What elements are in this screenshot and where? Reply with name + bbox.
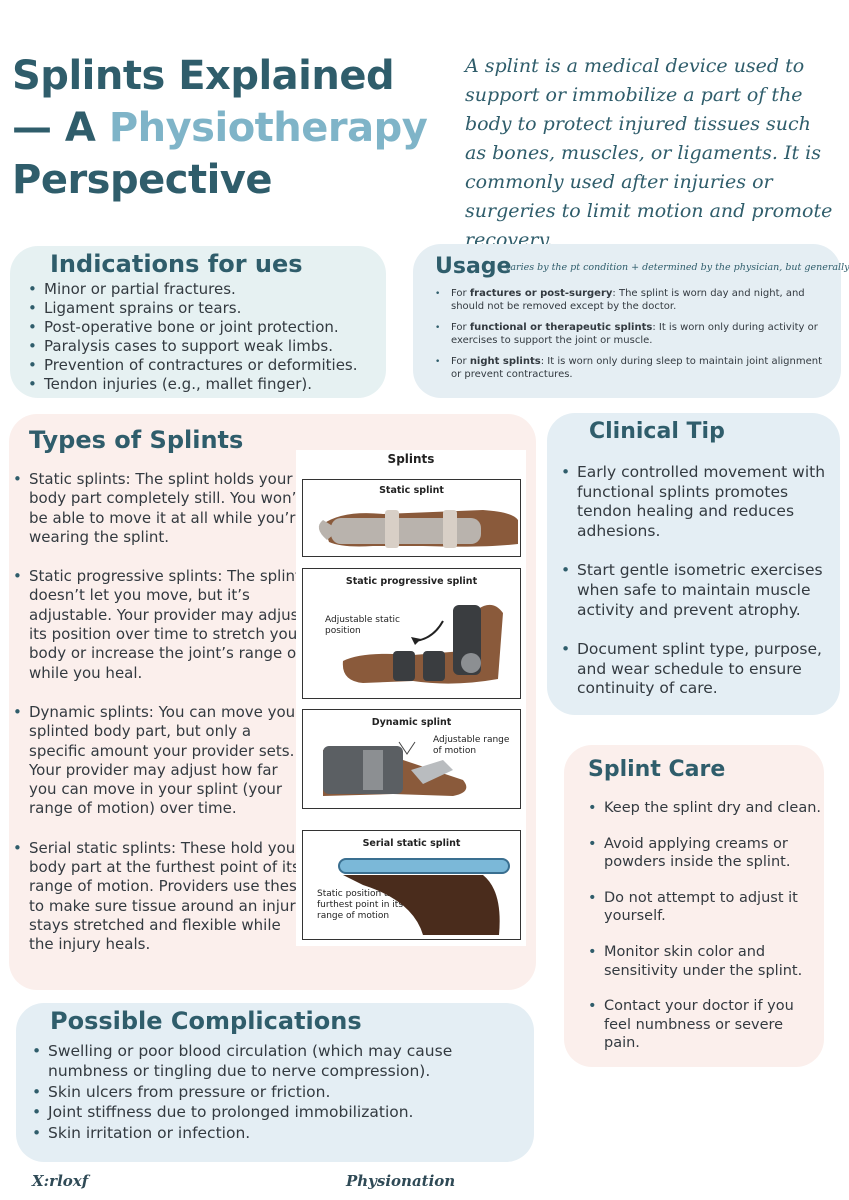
list-item: Static progressive splints: The splint d… [11,567,309,683]
usage-item-text: : The splint is worn day and night, and … [451,288,805,312]
list-item: Static splints: The splint holds your bo… [11,470,309,547]
list-item: Monitor skin color and sensitivity under… [586,943,822,980]
title-line-1: Splints Explained [12,53,395,99]
types-list: Static splints: The splint holds your bo… [11,470,309,975]
indications-card: Indications for ues Minor or partial fra… [10,246,386,398]
usage-item-term: fractures or post-surgery [469,288,613,299]
list-item: Swelling or poor blood circulation (whic… [30,1041,520,1082]
panel-note: Adjustable range of motion [433,735,510,756]
static-splint-drawing [318,510,518,548]
dynamic-splint-drawing [323,741,467,796]
title-line-2: — A Physiotherapy [12,102,432,154]
panel-label: Static progressive splint [345,576,478,587]
panel-note: Static position at furthest point in its… [317,889,404,921]
list-item: Keep the splint dry and clean. [586,799,822,818]
panel-label: Serial static splint [362,838,461,849]
usage-item-prefix: For [451,288,470,299]
list-item: Post-operative bone or joint protection. [26,318,386,337]
title-accent-word: Physiotherapy [108,105,428,151]
usage-list: For fractures or post-surgery: The splin… [433,288,825,390]
footer-handle: X:rloxf [32,1172,89,1190]
static-progressive-splint-drawing [342,604,503,684]
list-item: Tendon injuries (e.g., mallet finger). [26,375,386,394]
list-item: Skin irritation or infection. [30,1123,520,1144]
list-item: Prevention of contractures or deformitie… [26,356,386,375]
panel-label: Static splint [379,485,444,496]
clinical-tip-list: Early controlled movement with functiona… [559,463,835,719]
usage-item-text: : It is worn only during sleep to mainta… [451,356,823,380]
clinical-tip-heading: Clinical Tip [589,419,725,444]
splints-illustration: Splints Static splint Static progressive… [296,450,526,946]
splint-care-card: Splint Care Keep the splint dry and clea… [564,745,824,1067]
complications-heading: Possible Complications [50,1007,362,1035]
panel-label: Dynamic splint [371,717,452,728]
panel-static-splint: Static splint [302,479,521,557]
list-item: Paralysis cases to support weak limbs. [26,337,386,356]
usage-item-term: night splints [469,356,541,367]
usage-card: Usage varies by the pt condition + deter… [413,244,849,398]
list-item: Minor or partial fractures. [26,280,386,299]
splint-care-heading: Splint Care [588,757,726,782]
panel-static-progressive-splint: Static progressive splint Adjustable sta… [302,568,521,699]
list-item: Joint stiffness due to prolonged immobil… [30,1102,520,1123]
usage-item-term: functional or therapeutic splints [469,322,653,333]
usage-heading: Usage [435,254,512,279]
list-item: Serial static splints: These hold your b… [11,839,309,955]
illustration-title: Splints [387,452,435,466]
panel-dynamic-splint: Dynamic splint Adjustable range of motio… [302,709,521,809]
types-heading: Types of Splints [29,426,244,454]
list-item: Document splint type, purpose, and wear … [559,640,835,699]
clinical-tip-card: Clinical Tip Early controlled movement w… [547,413,840,715]
panel-serial-static-splint: Serial static splint Static position at … [302,830,521,940]
title-line-2-prefix: — A [12,105,109,151]
usage-item-functional: For functional or therapeutic splints: I… [433,322,825,347]
usage-item-text: : It is worn only during activity or exe… [451,322,818,346]
list-item: Skin ulcers from pressure or friction. [30,1082,520,1103]
usage-item-prefix: For [451,356,470,367]
list-item: Ligament sprains or tears. [26,299,386,318]
usage-subtitle: varies by the pt condition + determined … [505,262,849,273]
indications-list: Minor or partial fractures.Ligament spra… [26,280,386,394]
complications-card: Possible Complications Swelling or poor … [16,1003,534,1162]
panel-note: Adjustable static position [325,615,400,636]
footer-brand: Physionation [346,1172,456,1190]
title-line-3: Perspective [12,157,273,203]
intro-paragraph: A splint is a medical device used to sup… [465,55,833,251]
usage-item-fractures: For fractures or post-surgery: The splin… [433,288,825,313]
page-title: Splints Explained — A Physiotherapy Pers… [12,50,432,206]
list-item: Dynamic splints: You can move your splin… [11,703,309,819]
list-item: Start gentle isometric exercises when sa… [559,561,835,620]
list-item: Do not attempt to adjust it yourself. [586,889,822,926]
usage-item-night: For night splints: It is worn only durin… [433,356,825,381]
list-item: Contact your doctor if you feel numbness… [586,997,822,1053]
splint-care-list: Keep the splint dry and clean. Avoid appl… [586,799,822,1070]
usage-item-prefix: For [451,322,470,333]
complications-list: Swelling or poor blood circulation (whic… [30,1041,520,1143]
list-item: Avoid applying creams or powders inside … [586,835,822,872]
indications-heading: Indications for ues [50,250,303,278]
list-item: Early controlled movement with functiona… [559,463,835,541]
serial-static-splint-drawing [338,858,510,935]
